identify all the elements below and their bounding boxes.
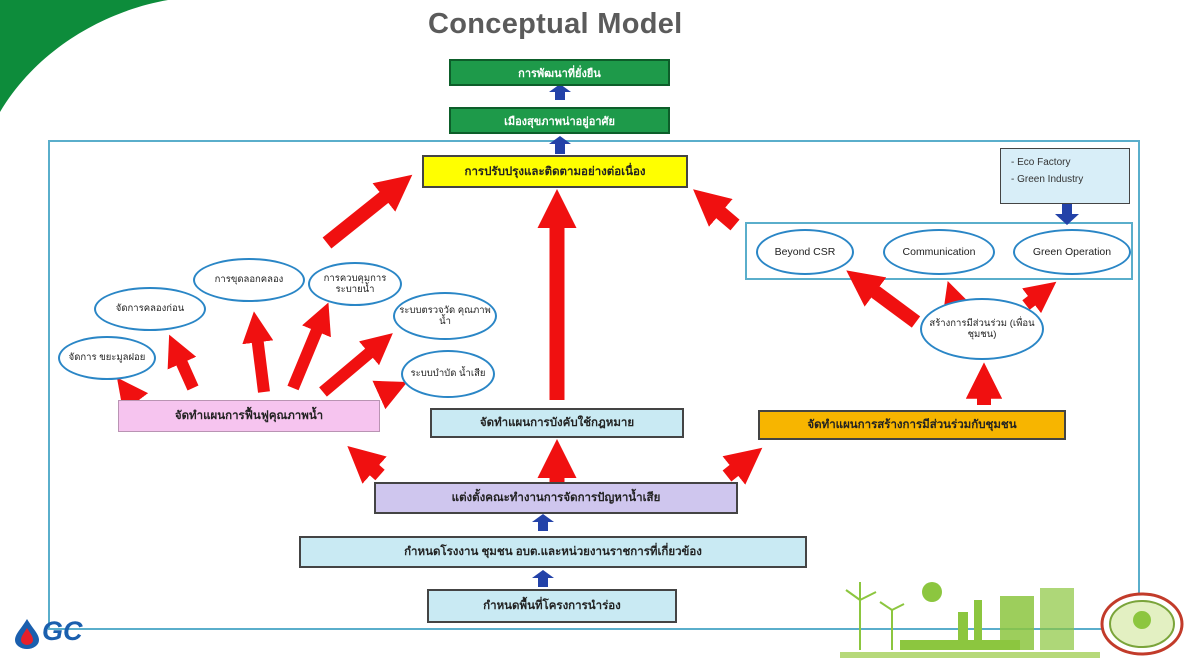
blue-arrow-1 bbox=[549, 84, 571, 100]
left-item-5: ระบบตรวจวัด คุณภาพน้ำ bbox=[393, 292, 497, 340]
red-arrow-to-item-5 bbox=[319, 333, 393, 397]
left-item-4: การควบคุมการ ระบายน้ำ bbox=[308, 262, 402, 306]
left-item-2: จัดการคลองก่อน bbox=[94, 287, 206, 331]
continuous-improvement-box: การปรับปรุงและติดตามอย่างต่อเนื่อง bbox=[422, 155, 688, 188]
community-participation-plan: จัดทำแผนการสร้างการมีส่วนร่วมกับชุมชน bbox=[758, 410, 1066, 440]
red-arrow-to-item-2 bbox=[167, 334, 199, 391]
main-frame bbox=[48, 140, 1140, 630]
red-arrow-bottom-to-left bbox=[347, 445, 387, 484]
green-operation-ellipse: Green Operation bbox=[1013, 229, 1131, 275]
liveable-city-box: เมืองสุขภาพน่าอยู่อาศัย bbox=[449, 107, 670, 134]
blue-arrow-5 bbox=[1055, 204, 1079, 225]
law-enforcement-plan: จัดทำแผนการบังคับใช้กฎหมาย bbox=[430, 408, 684, 438]
red-arrow-to-item-6 bbox=[372, 380, 408, 410]
red-arrow-bottom-to-right bbox=[722, 447, 763, 485]
red-arrow-to-item-1 bbox=[116, 377, 149, 412]
eco-list-box: - Eco Factory - Green Industry bbox=[1000, 148, 1130, 204]
sustainable-development-box: การพัฒนาที่ยั่งยืน bbox=[449, 59, 670, 86]
red-arrow-to-beyond-csr bbox=[846, 270, 921, 328]
gc-logo: GC bbox=[42, 616, 83, 646]
left-item-3: การขุดลอกคลอง bbox=[193, 258, 305, 302]
left-item-6: ระบบบำบัด น้ำเสีย bbox=[401, 350, 495, 398]
left-item-1: จัดการ ขยะมูลฝอย bbox=[58, 336, 156, 380]
green-industry-item: - Green Industry bbox=[1011, 174, 1084, 185]
blue-arrow-4 bbox=[532, 570, 554, 587]
pilot-area-box: กำหนดพื้นที่โครงการนำร่อง bbox=[427, 589, 677, 623]
water-restoration-plan: จัดทำแผนการฟื้นฟูคุณภาพน้ำ bbox=[118, 400, 380, 432]
participation-ellipse: สร้างการมีส่วนร่วม (เพื่อนชุมชน) bbox=[920, 298, 1044, 360]
communication-ellipse: Communication bbox=[883, 229, 995, 275]
red-arrow-to-green-operation bbox=[1022, 281, 1057, 314]
working-group-box: แต่งตั้งคณะทำงานการจัดการปัญหาน้ำเสีย bbox=[374, 482, 738, 514]
corner-decoration bbox=[0, 0, 168, 112]
blue-arrow-3 bbox=[532, 514, 554, 531]
right-group-frame bbox=[745, 222, 1133, 280]
red-arrow-left-to-top bbox=[322, 174, 413, 249]
page-title: Conceptual Model bbox=[428, 8, 683, 40]
stakeholders-box: กำหนดโรงงาน ชุมชน อบต.และหน่วยงานราชการท… bbox=[299, 536, 807, 568]
red-arrow-to-item-4 bbox=[287, 302, 331, 391]
eco-factory-item: - Eco Factory bbox=[1011, 157, 1071, 168]
blue-arrow-2 bbox=[549, 136, 571, 154]
green-industry-illustration bbox=[840, 582, 1184, 658]
red-arrow-to-item-3 bbox=[242, 311, 274, 393]
red-arrow-right-to-top bbox=[693, 189, 740, 231]
beyond-csr-ellipse: Beyond CSR bbox=[756, 229, 854, 275]
gc-drop-icon bbox=[15, 619, 39, 649]
